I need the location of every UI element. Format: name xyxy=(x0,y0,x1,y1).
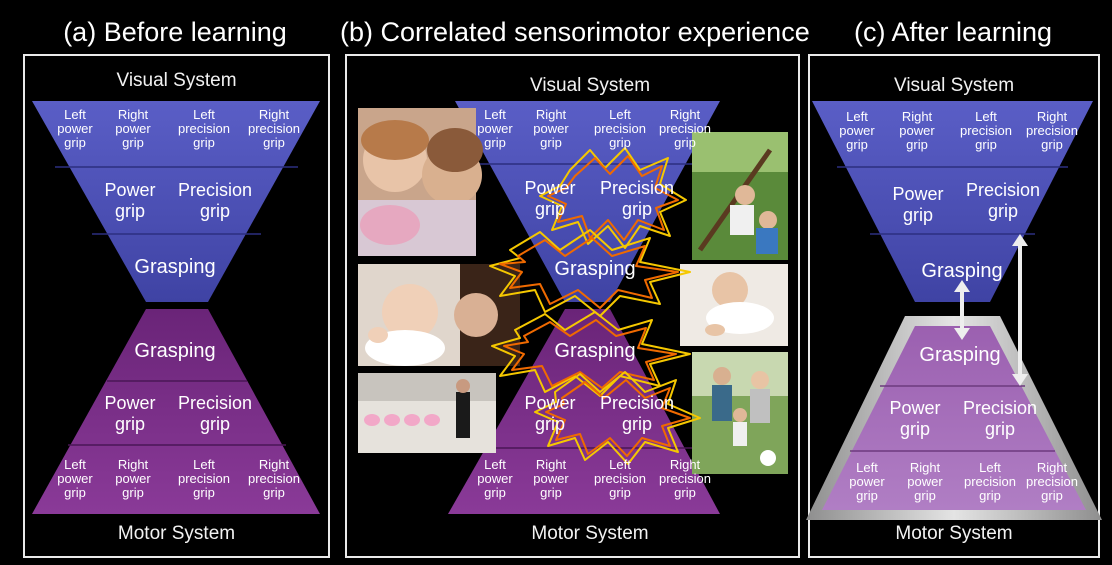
panel-c-motor-pyramid xyxy=(806,316,1102,520)
panel-b-title: (b) Correlated sensorimotor experience xyxy=(340,17,810,47)
panel-b-motor-grasping: Grasping xyxy=(554,340,636,362)
panel-c-visual-label: Visual System xyxy=(893,75,1015,96)
panel-b-photos xyxy=(358,108,788,474)
panel-a-motor-pyramid xyxy=(32,309,320,514)
ballet-class-photo xyxy=(358,373,496,453)
panel-c-frame xyxy=(808,54,1100,558)
panel-b-scribbles xyxy=(489,147,701,465)
panel-c-visual-grasping: Grasping xyxy=(921,260,1003,282)
panel-a-visual-funnel xyxy=(32,101,320,302)
panel-c-visual-funnel xyxy=(812,101,1093,302)
panel-b-visual-label: Visual System xyxy=(529,75,651,96)
crawling-baby-photo xyxy=(680,264,788,346)
panel-a-visual-label: Visual System xyxy=(116,70,237,91)
tree-climbing-photo xyxy=(692,132,788,260)
soccer-family-photo xyxy=(692,352,788,474)
panel-c-title: (c) After learning xyxy=(853,17,1053,47)
panel-b-frame xyxy=(345,54,800,558)
panel-c-motor-grasping: Grasping xyxy=(919,344,1001,366)
toddlers-photo xyxy=(358,108,483,256)
panel-b-visual-grasping: Grasping xyxy=(554,258,636,280)
panel-a-frame xyxy=(23,54,330,558)
panel-c-motor-label: Motor System xyxy=(895,523,1013,544)
panel-a-title: (a) Before learning xyxy=(63,17,287,47)
panel-a-visual-grasping: Grasping xyxy=(134,256,216,278)
panel-a-motor-label: Motor System xyxy=(117,523,236,544)
panel-b-motor-pyramid xyxy=(448,309,720,514)
panel-a-motor-grasping: Grasping xyxy=(134,340,216,362)
mother-baby-photo xyxy=(358,264,520,366)
panel-b-motor-label: Motor System xyxy=(531,523,649,544)
panel-c-link-arrows xyxy=(954,234,1028,386)
